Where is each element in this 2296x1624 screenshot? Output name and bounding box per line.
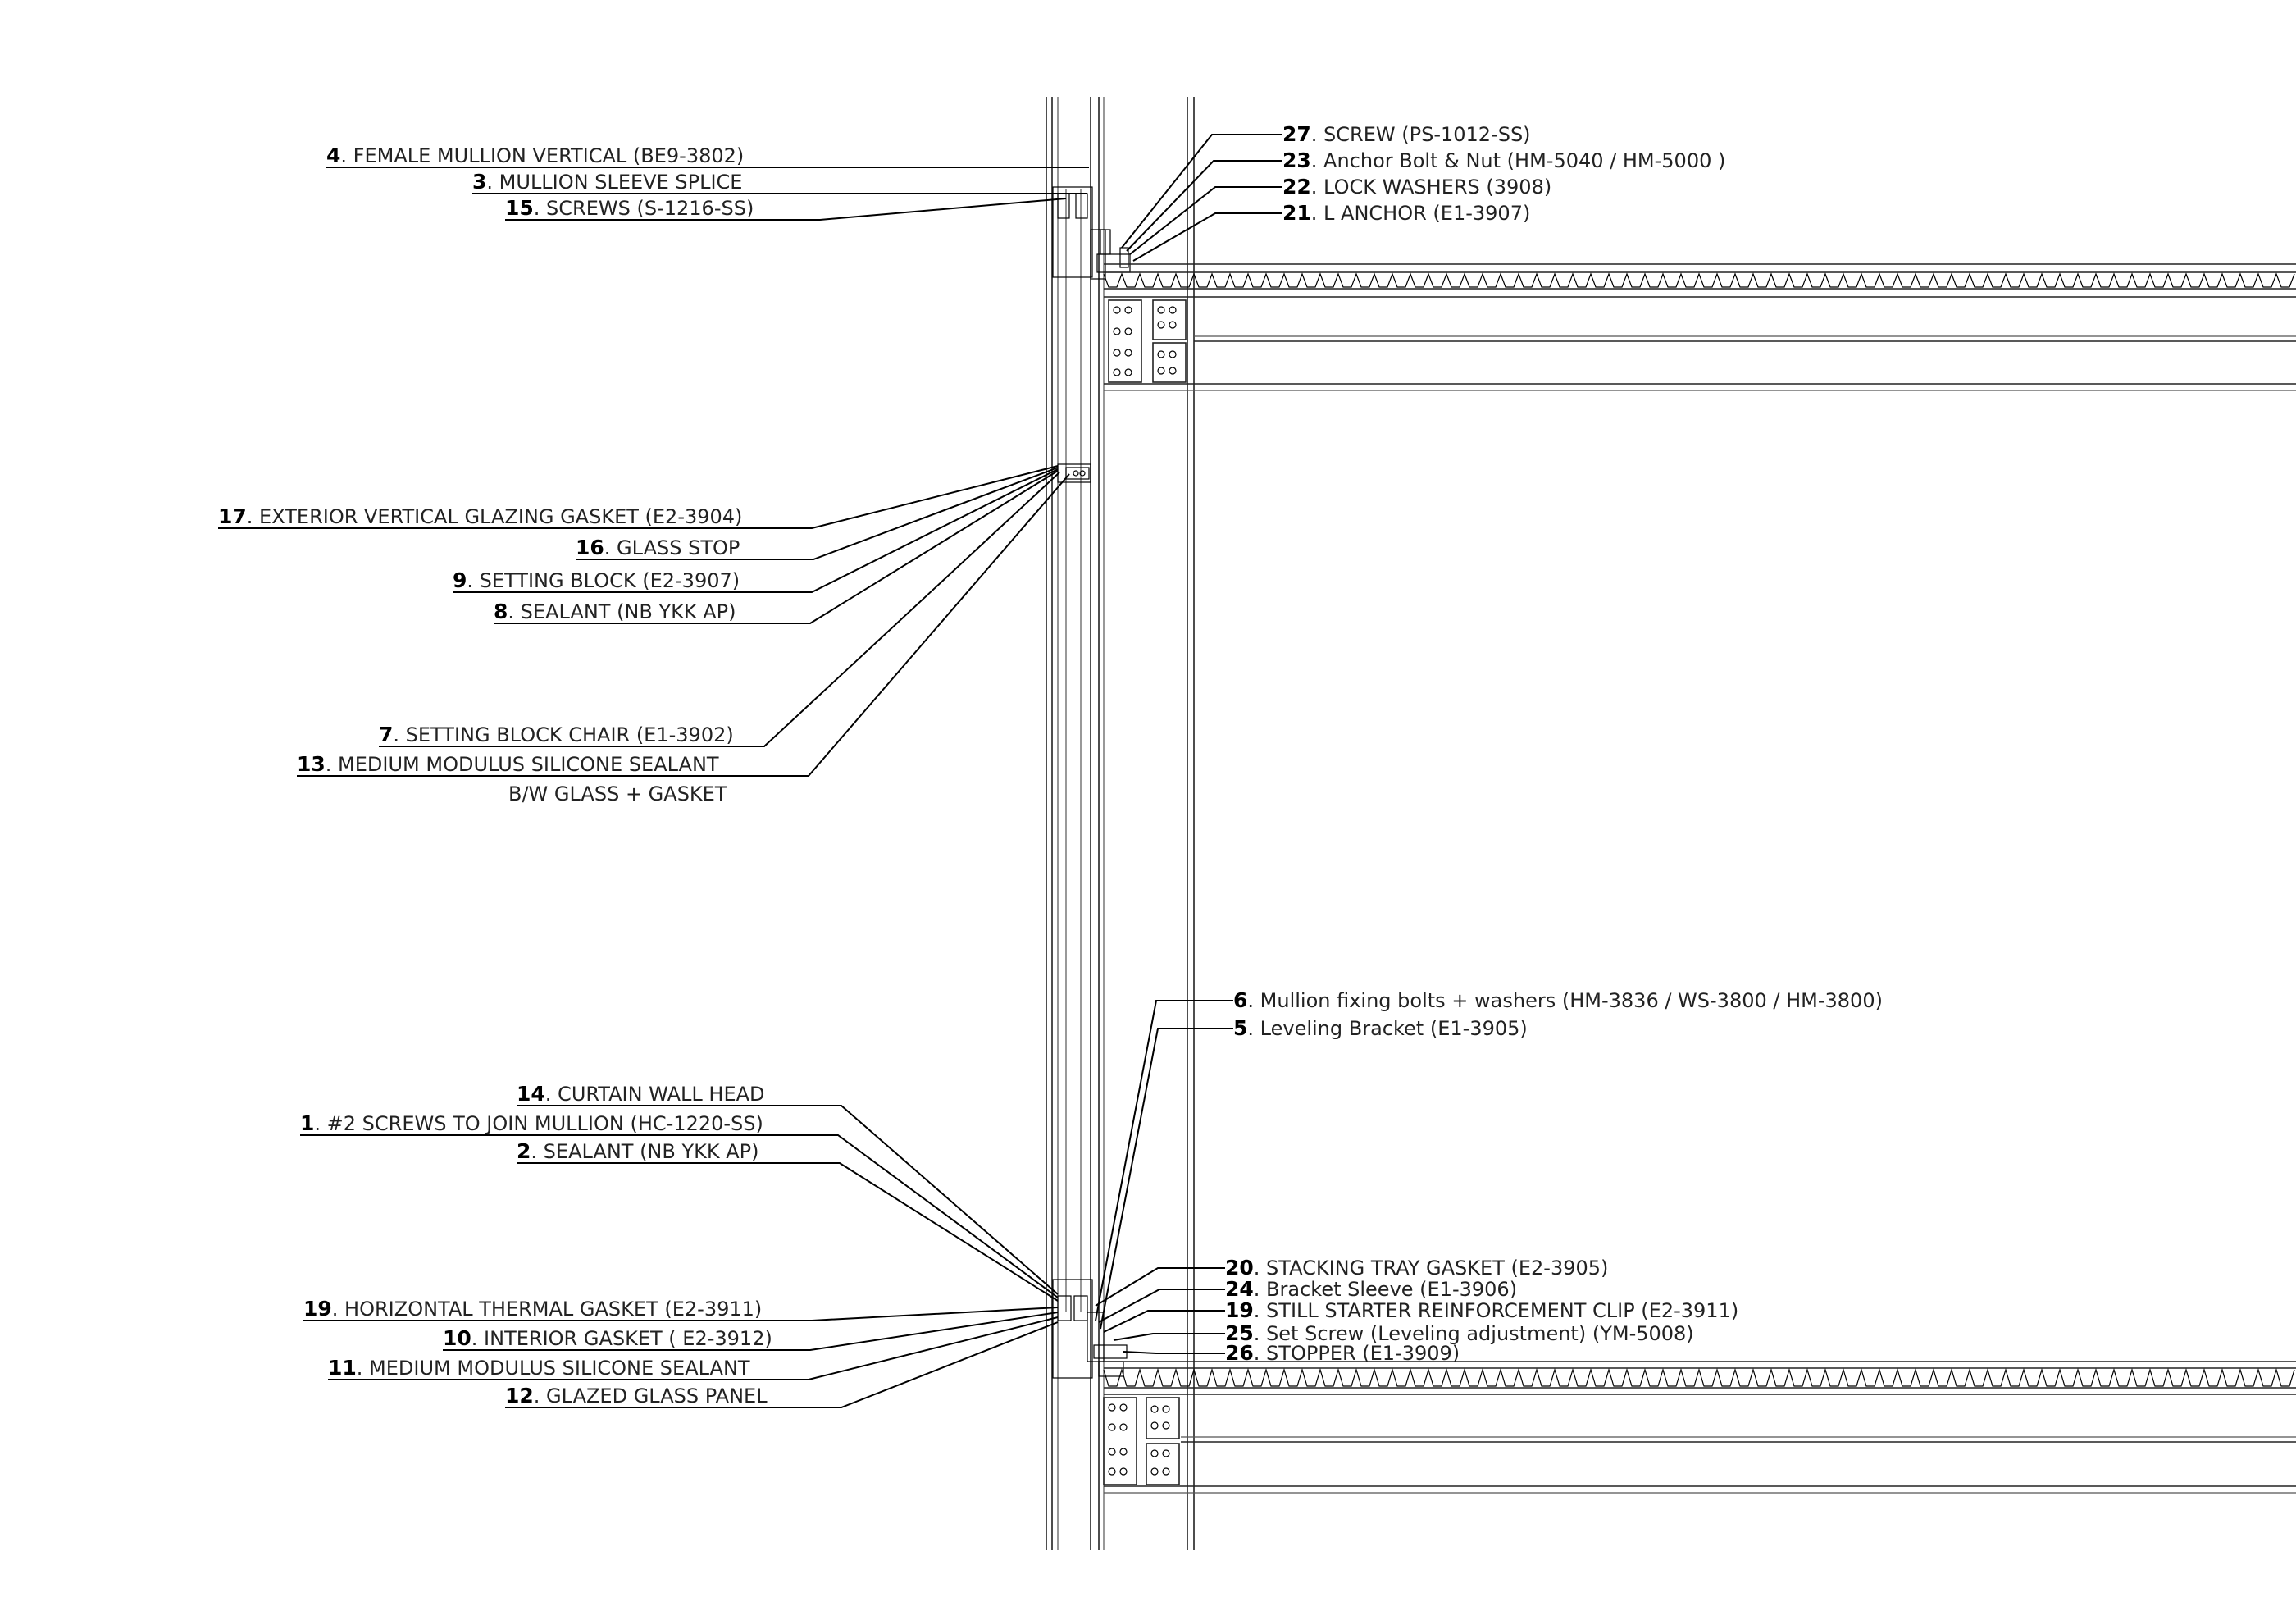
svg-text:7. SETTING BLOCK CHAIR (E1-390: 7. SETTING BLOCK CHAIR (E1-3902): [379, 723, 734, 746]
bolt-hole: [1108, 1423, 1116, 1431]
bolt-hole: [1150, 1449, 1159, 1457]
bolt-hole: [1157, 350, 1165, 358]
bolt-hole: [1162, 1405, 1170, 1413]
bolt-hole: [1113, 327, 1121, 335]
bottom-bolt-plates: [1108, 1403, 1170, 1476]
callout-20: 20. STACKING TRAY GASKET (E2-3905): [1095, 1256, 1608, 1307]
svg-text:3. MULLION SLEEVE SPLICE: 3. MULLION SLEEVE SPLICE: [472, 170, 742, 194]
callout-10: 10. INTERIOR GASKET ( E2-3912): [443, 1312, 1059, 1351]
svg-text:12. GLAZED GLASS PANEL: 12. GLAZED GLASS PANEL: [505, 1384, 768, 1407]
svg-text:19. HORIZONTAL THERMAL GASKET: 19. HORIZONTAL THERMAL GASKET (E2-3911): [303, 1297, 762, 1321]
bolt-hole: [1113, 306, 1121, 314]
top-bolt-plates: [1113, 306, 1177, 376]
callout-6: 6. Mullion fixing bolts + washers (HM-38…: [1095, 988, 1883, 1321]
svg-text:16. GLASS STOP: 16. GLASS STOP: [576, 536, 740, 559]
callout-16: 16. GLASS STOP: [576, 467, 1059, 560]
svg-text:15. SCREWS (S-1216-SS): 15. SCREWS (S-1216-SS): [505, 196, 754, 220]
bolt-hole: [1113, 368, 1121, 376]
bolt-hole: [1168, 306, 1177, 314]
callout-8: 8. SEALANT (NB YKK AP): [494, 470, 1059, 624]
bolt-hole: [1157, 306, 1165, 314]
callout-5: 5. Leveling Bracket (E1-3905): [1100, 1016, 1528, 1330]
svg-text:17. EXTERIOR VERTICAL GLAZING: 17. EXTERIOR VERTICAL GLAZING GASKET (E2…: [218, 504, 742, 528]
bolt-hole: [1162, 1421, 1170, 1430]
bolt-hole: [1168, 350, 1177, 358]
bolt-hole: [1119, 1423, 1128, 1431]
bolt-hole: [1124, 327, 1132, 335]
bolt-hole: [1108, 1467, 1116, 1476]
callout-25: 25. Set Screw (Leveling adjustment) (YM-…: [1113, 1321, 1694, 1345]
svg-text:11. MEDIUM MODULUS SILICONE SE: 11. MEDIUM MODULUS SILICONE SEALANT: [328, 1356, 750, 1380]
callout-26: 26. STOPPER (E1-3909): [1123, 1341, 1460, 1365]
bottom-stack-detail: [1052, 1279, 1128, 1379]
bottom-floor-slab: [1103, 1361, 2296, 1494]
callout-22: 22. LOCK WASHERS (3908): [1129, 175, 1551, 255]
callout-13: 13. MEDIUM MODULUS SILICONE SEALANT B/W …: [297, 473, 1070, 805]
svg-text:20. STACKING TRAY GASKET (E2-3: 20. STACKING TRAY GASKET (E2-3905): [1225, 1256, 1608, 1280]
callout-15: 15. SCREWS (S-1216-SS): [505, 196, 1067, 221]
bolt-hole: [1108, 1403, 1116, 1412]
svg-text:27. SCREW (PS-1012-SS): 27. SCREW (PS-1012-SS): [1282, 122, 1531, 146]
bolt-hole: [1108, 1448, 1116, 1456]
callout-21: 21. L ANCHOR (E1-3907): [1132, 201, 1530, 262]
callout-23: 23. Anchor Bolt & Nut (HM-5040 / HM-5000…: [1126, 148, 1725, 252]
svg-text:9. SETTING BLOCK (E2-3907): 9. SETTING BLOCK (E2-3907): [453, 568, 740, 592]
callout-4: 4. FEMALE MULLION VERTICAL (BE9-3802): [326, 144, 1089, 168]
bolt-hole: [1150, 1405, 1159, 1413]
bolt-hole: [1119, 1448, 1128, 1456]
bolt-hole: [1157, 321, 1165, 329]
bolt-hole: [1119, 1403, 1128, 1412]
top-splice-detail: [1052, 186, 1131, 280]
callout-7: 7. SETTING BLOCK CHAIR (E1-3902): [379, 472, 1060, 747]
svg-text:25. Set Screw (Leveling adjust: 25. Set Screw (Leveling adjustment) (YM-…: [1225, 1321, 1694, 1345]
bolt-hole: [1168, 321, 1177, 329]
svg-text:8. SEALANT (NB YKK AP): 8. SEALANT (NB YKK AP): [494, 600, 736, 623]
svg-text:6. Mullion fixing bolts + wash: 6. Mullion fixing bolts + washers (HM-38…: [1233, 988, 1883, 1012]
callout-1: 1. #2 SCREWS TO JOIN MULLION (HC-1220-SS…: [300, 1111, 1059, 1298]
bolt-hole: [1124, 306, 1132, 314]
bolt-hole: [1119, 1467, 1128, 1476]
callout-3: 3. MULLION SLEEVE SPLICE: [472, 170, 1087, 194]
svg-text:22. LOCK WASHERS (3908): 22. LOCK WASHERS (3908): [1282, 175, 1551, 198]
bolt-hole: [1113, 349, 1121, 357]
bolt-hole: [1150, 1421, 1159, 1430]
callout-11: 11. MEDIUM MODULUS SILICONE SEALANT: [328, 1316, 1059, 1380]
bolt-hole: [1150, 1467, 1159, 1476]
callout-2: 2. SEALANT (NB YKK AP): [517, 1139, 1059, 1302]
bolt-hole: [1157, 367, 1165, 375]
svg-text:4. FEMALE MULLION VERTICAL (BE: 4. FEMALE MULLION VERTICAL (BE9-3802): [326, 144, 744, 167]
callout-14: 14. CURTAIN WALL HEAD: [517, 1082, 1059, 1295]
bolt-hole: [1124, 349, 1132, 357]
callout-19-left: 19. HORIZONTAL THERMAL GASKET (E2-3911): [303, 1297, 1059, 1321]
svg-text:1. #2 SCREWS TO JOIN MULLION (: 1. #2 SCREWS TO JOIN MULLION (HC-1220-SS…: [300, 1111, 763, 1135]
svg-text:13. MEDIUM MODULUS SILICONE SE: 13. MEDIUM MODULUS SILICONE SEALANT: [297, 752, 719, 776]
svg-text:5. Leveling Bracket (E1-3905): 5. Leveling Bracket (E1-3905): [1233, 1016, 1528, 1040]
svg-text:21. L ANCHOR (E1-3907): 21. L ANCHOR (E1-3907): [1282, 201, 1530, 225]
svg-text:2. SEALANT (NB YKK AP): 2. SEALANT (NB YKK AP): [517, 1139, 759, 1163]
svg-text:24. Bracket Sleeve (E1-3906): 24. Bracket Sleeve (E1-3906): [1225, 1277, 1517, 1301]
svg-text:10. INTERIOR GASKET ( E2-3912): 10. INTERIOR GASKET ( E2-3912): [443, 1326, 772, 1350]
bolt-hole: [1124, 368, 1132, 376]
top-floor-slab: [1103, 263, 2296, 391]
bolt-hole: [1162, 1467, 1170, 1476]
mullion-vertical: [1046, 97, 1195, 1550]
callout-27: 27. SCREW (PS-1012-SS): [1121, 122, 1531, 249]
callout-19-right: 19. STILL STARTER REINFORCEMENT CLIP (E2…: [1103, 1298, 1738, 1333]
callout-13-line2: B/W GLASS + GASKET: [508, 782, 727, 805]
mid-glazing-detail: [1057, 463, 1091, 483]
svg-text:26. STOPPER (E1-3909): 26. STOPPER (E1-3909): [1225, 1341, 1460, 1365]
bolt-hole: [1168, 367, 1177, 375]
bolt-hole: [1162, 1449, 1170, 1457]
callout-9: 9. SETTING BLOCK (E2-3907): [453, 468, 1059, 593]
callout-17: 17. EXTERIOR VERTICAL GLAZING GASKET (E2…: [218, 465, 1059, 529]
svg-text:23. Anchor Bolt & Nut (HM-5040: 23. Anchor Bolt & Nut (HM-5040 / HM-5000…: [1282, 148, 1725, 172]
svg-text:14. CURTAIN WALL HEAD: 14. CURTAIN WALL HEAD: [517, 1082, 765, 1106]
callout-12: 12. GLAZED GLASS PANEL: [505, 1321, 1059, 1408]
svg-text:19. STILL STARTER REINFORCEMEN: 19. STILL STARTER REINFORCEMENT CLIP (E2…: [1225, 1298, 1738, 1322]
callout-24: 24. Bracket Sleeve (E1-3906): [1098, 1277, 1517, 1323]
